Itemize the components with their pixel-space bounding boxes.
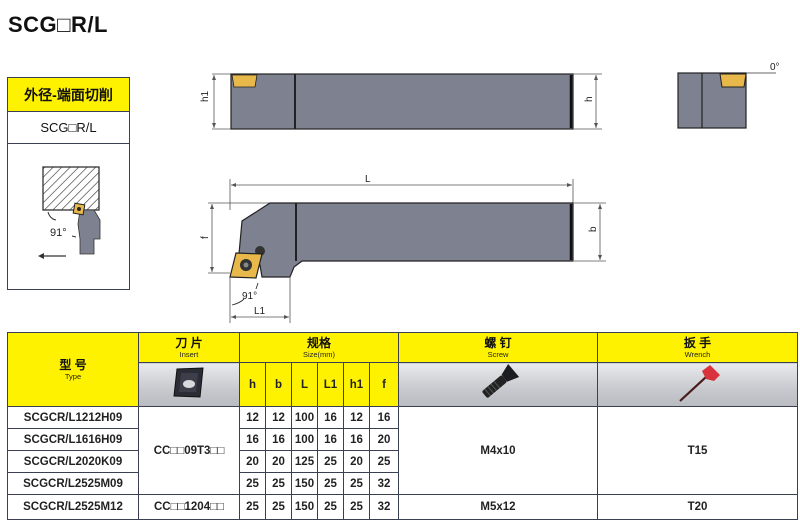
insert-icon xyxy=(173,367,204,398)
table-row: SCGCR/L1616H09 16 16 100 16 16 20 xyxy=(7,428,798,451)
screw-icon xyxy=(482,364,520,398)
f-cell: 16 xyxy=(369,406,399,429)
insert-icon xyxy=(231,74,258,88)
type-cell: SCGCR/L2020K09 xyxy=(7,450,139,473)
b-label: b xyxy=(588,226,599,232)
svg-text:h1: h1 xyxy=(200,90,211,102)
wrench-icon xyxy=(678,365,720,402)
h-label: h xyxy=(584,96,595,102)
b-cell: 25 xyxy=(265,472,292,495)
L1-cell: 16 xyxy=(317,428,344,451)
end-view-drawing: 0° xyxy=(677,62,780,129)
operation-code: SCG□R/L xyxy=(8,112,129,144)
h-cell: 12 xyxy=(239,406,266,429)
size-col-h: h xyxy=(239,362,266,407)
operation-panel: 外径-端面切削 SCG□R/L 91° xyxy=(7,77,130,290)
type-cell: SCGCR/L1212H09 xyxy=(7,406,139,429)
header-size: 规格 Size(mm) xyxy=(239,332,399,363)
b-cell: 16 xyxy=(265,428,292,451)
h1-cell: 25 xyxy=(343,472,370,495)
left-arrow-icon xyxy=(38,253,66,259)
wrench-cell: T20 xyxy=(597,494,798,520)
f-cell: 25 xyxy=(369,450,399,473)
f-cell: 32 xyxy=(369,472,399,495)
h-cell: 16 xyxy=(239,428,266,451)
header-type: 型 号 Type xyxy=(7,332,139,407)
L-cell: 150 xyxy=(291,494,318,520)
angle-label: 91° xyxy=(50,227,67,239)
L-cell: 100 xyxy=(291,406,318,429)
workpiece-hatched xyxy=(42,166,100,211)
h1-cell: 20 xyxy=(343,450,370,473)
insert-cell: CC□□09T3□□ xyxy=(138,406,240,495)
h-cell: 20 xyxy=(239,450,266,473)
L1-label: L1 xyxy=(254,306,266,317)
screw-cell: M5x12 xyxy=(398,494,598,520)
insert-icon xyxy=(229,252,263,279)
table-row: SCGCR/L2525M12 CC□□1204□□ 25 25 150 25 2… xyxy=(7,494,798,520)
header-screw: 螺 钉 Screw xyxy=(398,332,598,363)
table-row: SCGCR/L1212H09 CC□□09T3□□ 12 12 100 16 1… xyxy=(7,406,798,495)
header-insert: 刀 片 Insert xyxy=(138,332,240,363)
type-cell: SCGCR/L2525M12 xyxy=(7,494,139,520)
L1-cell: 25 xyxy=(317,494,344,520)
wrench-image-cell xyxy=(597,362,798,407)
L1-cell: 25 xyxy=(317,472,344,495)
page-title: SCG□R/L xyxy=(8,12,108,37)
b-cell: 25 xyxy=(265,494,292,520)
h1-cell: 16 xyxy=(343,428,370,451)
h1-cell: 12 xyxy=(343,406,370,429)
L-cell: 125 xyxy=(291,450,318,473)
L-cell: 150 xyxy=(291,472,318,495)
b-cell: 20 xyxy=(265,450,292,473)
L-label: L xyxy=(365,174,371,185)
wrench-cell: T15 xyxy=(597,406,798,495)
size-col-h1: h1 xyxy=(343,362,370,407)
header-wrench: 扳 手 Wrench xyxy=(597,332,798,363)
L1-cell: 16 xyxy=(317,406,344,429)
f-cell: 32 xyxy=(369,494,399,520)
f-cell: 20 xyxy=(369,428,399,451)
angle-91-label: 91° xyxy=(242,291,257,302)
tool-holder-icon xyxy=(72,202,101,255)
plan-view-drawing: L f b L1 91° xyxy=(200,174,606,323)
f-label: f xyxy=(200,236,211,239)
size-col-f: f xyxy=(369,362,399,407)
screw-cell: M4x10 xyxy=(398,406,598,495)
table-row: SCGCR/L2020K09 20 20 125 25 20 25 xyxy=(7,450,798,473)
insert-image-cell xyxy=(138,362,240,407)
L1-cell: 25 xyxy=(317,450,344,473)
L-cell: 100 xyxy=(291,428,318,451)
size-col-b: b xyxy=(265,362,292,407)
type-cell: SCGCR/L1616H09 xyxy=(7,428,139,451)
screw-image-cell xyxy=(398,362,598,407)
insert-cell: CC□□1204□□ xyxy=(138,494,240,520)
type-cell: SCGCR/L2525M09 xyxy=(7,472,139,495)
operation-category: 外径-端面切削 xyxy=(8,78,129,112)
b-cell: 12 xyxy=(265,406,292,429)
top-view-drawing: h1 h xyxy=(200,73,602,130)
h-cell: 25 xyxy=(239,494,266,520)
operation-diagram: 91° xyxy=(8,144,129,289)
size-col-L1: L1 xyxy=(317,362,344,407)
h-cell: 25 xyxy=(239,472,266,495)
zero-angle-label: 0° xyxy=(770,62,780,73)
h1-cell: 25 xyxy=(343,494,370,520)
spec-table: 型 号 Type 刀 片 Insert 规格 Size(mm) 螺 钉 Scre… xyxy=(7,332,798,520)
size-col-L: L xyxy=(291,362,318,407)
